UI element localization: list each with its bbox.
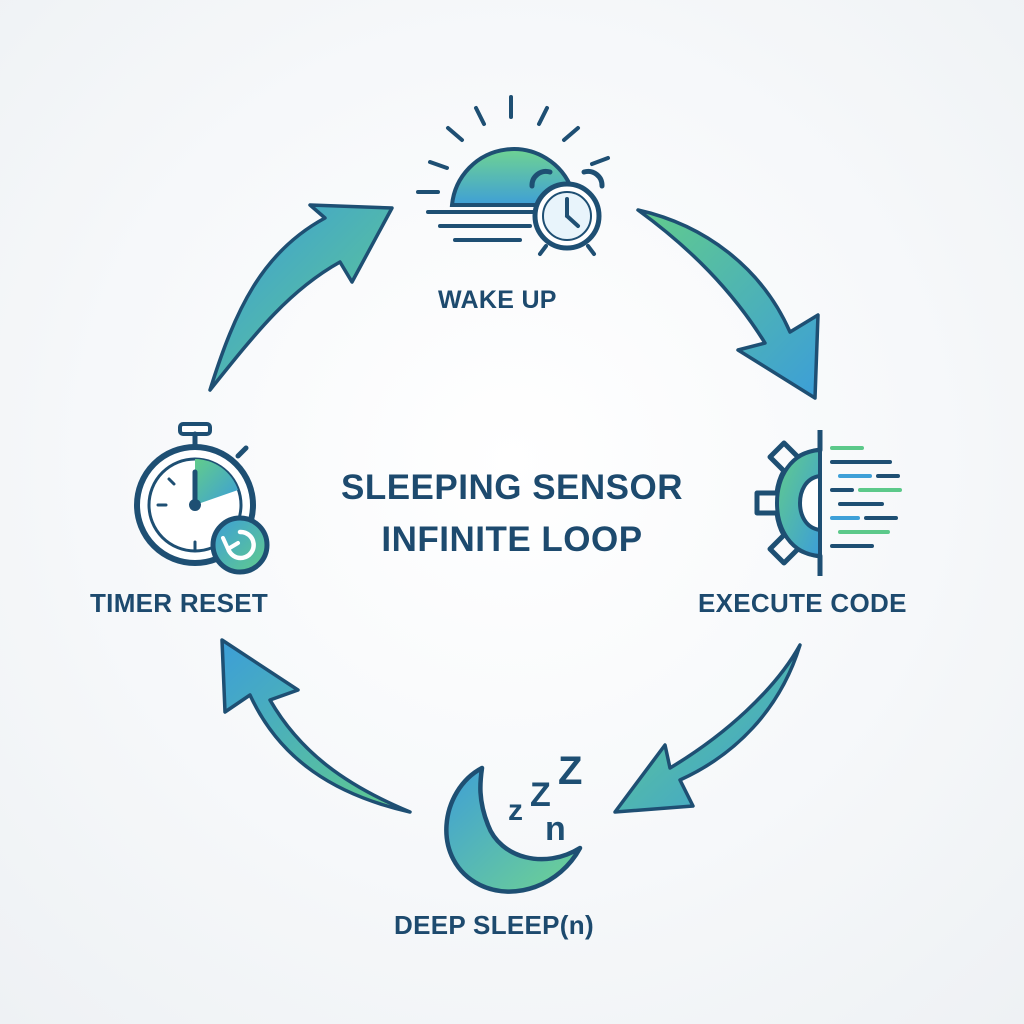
title-line-2: INFINITE LOOP — [381, 520, 643, 559]
gear-code-icon — [754, 430, 902, 576]
moon-zzz-icon: z Z Z n — [444, 749, 582, 894]
sunrise-alarm-clock-icon — [416, 95, 610, 256]
arrow-execute-to-sleep — [613, 643, 802, 814]
diagram-title: SLEEPING SENSOR INFINITE LOOP — [262, 462, 762, 566]
sleep-n-symbol: n — [545, 810, 566, 848]
step-label-timer-reset: TIMER RESET — [90, 588, 269, 618]
zzz-medium: Z — [530, 776, 551, 814]
step-label-deep-sleep: DEEP SLEEP(n) — [394, 910, 594, 940]
arrow-reset-to-wake — [208, 203, 394, 392]
arrow-sleep-to-reset — [220, 638, 412, 814]
zzz-small: z — [508, 794, 523, 827]
title-line-1: SLEEPING SENSOR — [340, 468, 684, 507]
stopwatch-reset-icon — [134, 422, 270, 575]
step-label-execute-code: EXECUTE CODE — [698, 588, 907, 618]
arrow-wake-to-execute — [636, 208, 820, 400]
step-label-wake-up: WAKE UP — [438, 286, 557, 314]
zzz-large: Z — [558, 749, 582, 793]
